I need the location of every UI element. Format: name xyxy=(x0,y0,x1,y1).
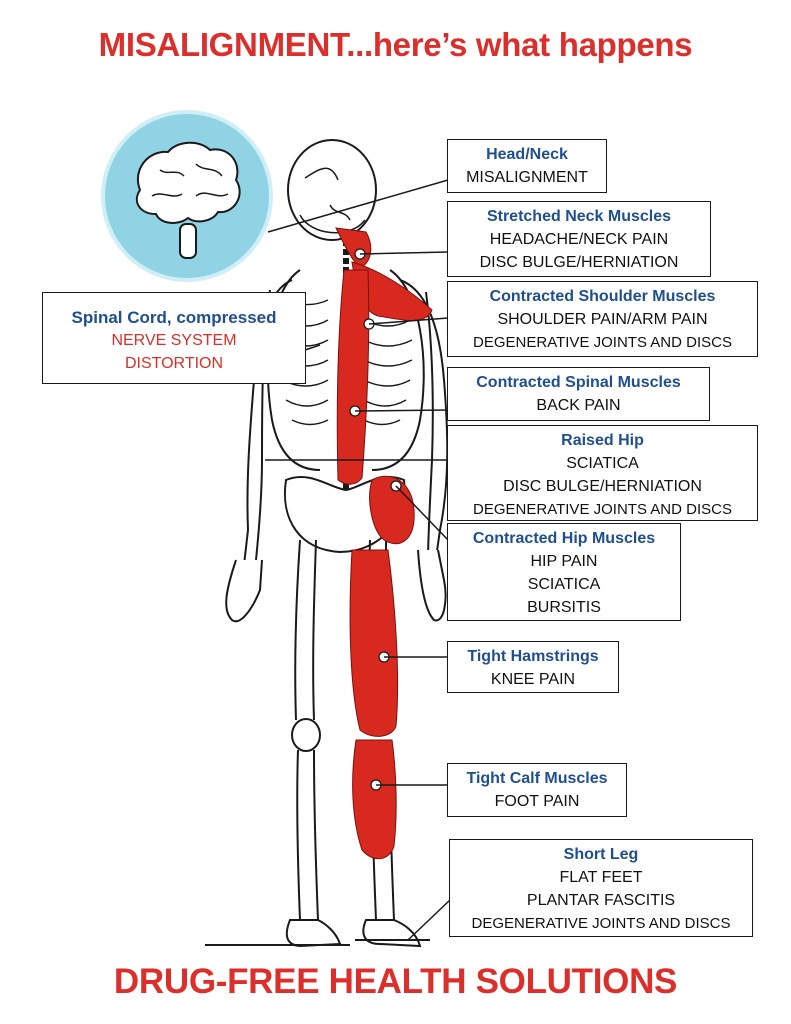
callout-heading: Contracted Hip Muscles xyxy=(472,530,656,547)
callout-heading: Stretched Neck Muscles xyxy=(486,208,672,225)
callout-line: PLANTAR FASCITIS xyxy=(526,892,676,909)
callout-heading: Spinal Cord, compressed xyxy=(71,308,277,327)
callout-line: NERVE SYSTEM xyxy=(111,332,237,349)
callout-heading: Short Leg xyxy=(563,846,639,863)
page-title: MISALIGNMENT...here’s what happens xyxy=(98,26,693,63)
left-hand xyxy=(225,559,263,623)
callout-raised-hip: Raised Hip SCIATICA DISC BULGE/HERNIATIO… xyxy=(447,425,758,521)
callout-line: HEADACHE/NECK PAIN xyxy=(489,231,669,248)
callout-line: FLAT FEET xyxy=(559,869,643,886)
left-tibia xyxy=(296,749,319,921)
callout-heading: Contracted Shoulder Muscles xyxy=(489,288,716,305)
callout-line: MISALIGNMENT xyxy=(466,169,588,186)
callout-line: BURSITIS xyxy=(527,599,601,616)
muscles xyxy=(335,227,433,860)
callout-heading: Head/Neck xyxy=(486,146,568,163)
callout-line: DEGENERATIVE JOINTS AND DISCS xyxy=(473,334,732,351)
callout-heading: Contracted Spinal Muscles xyxy=(476,374,681,391)
callout-spinal-cord: Spinal Cord, compressed NERVE SYSTEM DIS… xyxy=(42,292,306,384)
callout-line: SCIATICA xyxy=(566,455,639,472)
right-foot xyxy=(362,919,422,948)
footer-title: DRUG-FREE HEALTH SOLUTIONS xyxy=(113,962,678,1001)
left-foot xyxy=(285,919,342,948)
callout-stretched-neck-muscles: Stretched Neck Muscles HEADACHE/NECK PAI… xyxy=(447,201,711,277)
leader-lines xyxy=(265,179,451,941)
callout-line: HIP PAIN xyxy=(530,553,598,570)
callout-line: FOOT PAIN xyxy=(494,793,580,810)
skull xyxy=(287,139,377,241)
callout-short-leg: Short Leg FLAT FEET PLANTAR FASCITIS DEG… xyxy=(449,839,753,937)
callout-line: DEGENERATIVE JOINTS AND DISCS xyxy=(471,915,731,932)
callout-line: SCIATICA xyxy=(527,576,601,593)
callout-line: DISTORTION xyxy=(124,355,224,372)
calf-muscle xyxy=(352,739,397,860)
callout-contracted-hip-muscles: Contracted Hip Muscles HIP PAIN SCIATICA… xyxy=(447,523,681,621)
callout-line: DEGENERATIVE JOINTS AND DISCS xyxy=(473,501,732,518)
brain-icon xyxy=(135,141,241,224)
right-hand xyxy=(417,549,447,622)
callout-head-neck: Head/Neck MISALIGNMENT xyxy=(447,139,607,193)
callout-line: DISC BULGE/HERNIATION xyxy=(479,254,679,271)
callout-contracted-shoulder-muscles: Contracted Shoulder Muscles SHOULDER PAI… xyxy=(447,281,758,357)
callout-line: KNEE PAIN xyxy=(490,671,576,688)
callout-line: BACK PAIN xyxy=(536,397,621,414)
left-femur xyxy=(294,539,317,721)
callout-contracted-spinal-muscles: Contracted Spinal Muscles BACK PAIN xyxy=(447,367,710,421)
brain-circle xyxy=(101,110,273,282)
callout-line: DISC BULGE/HERNIATION xyxy=(503,478,702,495)
spinal-cord-icon xyxy=(179,223,197,259)
callout-heading: Tight Hamstrings xyxy=(467,648,599,665)
callout-heading: Raised Hip xyxy=(561,432,644,449)
spinal-muscle xyxy=(336,269,370,485)
callout-tight-hamstrings: Tight Hamstrings KNEE PAIN xyxy=(447,641,619,693)
callout-line: SHOULDER PAIN/ARM PAIN xyxy=(497,311,708,328)
callout-tight-calf-muscles: Tight Calf Muscles FOOT PAIN xyxy=(447,763,627,817)
hamstring-muscle xyxy=(349,549,399,737)
callout-heading: Tight Calf Muscles xyxy=(466,770,608,787)
